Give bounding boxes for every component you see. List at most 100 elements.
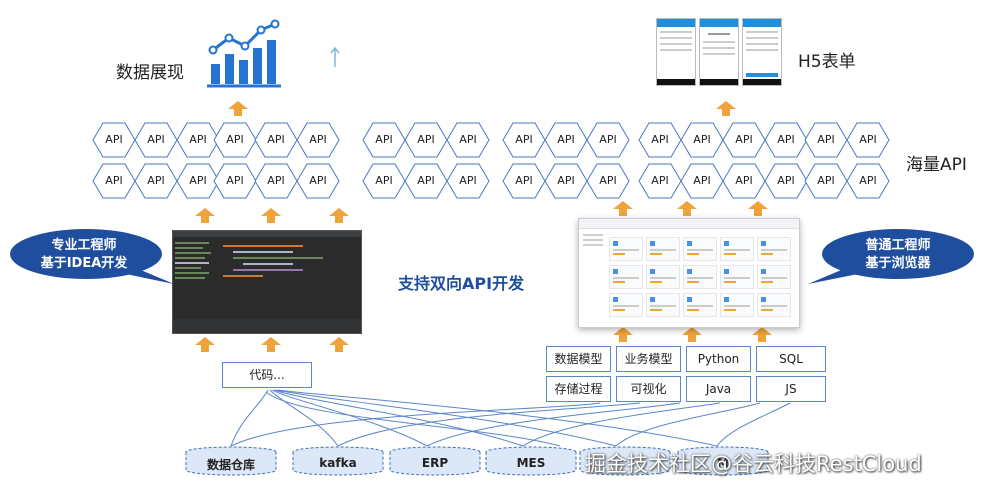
model-box-sql: SQL [756,346,826,372]
up-arrow-icon [682,327,702,343]
browser-card [720,237,754,261]
api-hexagon: API [502,163,546,199]
api-hexagon-label: API [817,133,835,146]
api-hexagon-label: API [267,174,285,187]
api-hexagon: API [362,163,406,199]
api-hexagon: API [92,122,136,158]
api-hexagon-label: API [417,174,435,187]
api-hexagon-label: API [267,133,285,146]
browser-screenshot [578,218,800,328]
api-hexagon-label: API [417,133,435,146]
code-box: 代码... [222,362,312,388]
right-bubble-text: 普通工程师 基于浏览器 [838,237,958,273]
db-erp: ERP [388,446,482,476]
up-arrow-icon [329,337,349,353]
browser-card [646,265,680,289]
model-box-business-model: 业务模型 [616,346,681,372]
db-mes-label: MES [516,456,546,470]
left-bubble-line-2: 基于IDEA开发 [40,256,128,271]
model-box-python: Python [686,346,751,372]
ide-code-editor [223,241,353,321]
api-hexagon: API [846,122,890,158]
bar-chart-icon [207,19,281,88]
api-hexagon: API [586,163,630,199]
db-5 [578,446,672,476]
browser-card [757,293,791,317]
api-hexagon-label: API [651,174,669,187]
api-hexagon-label: API [189,174,207,187]
api-hexagon-label: API [557,174,575,187]
db-kafka-label: kafka [319,456,357,470]
browser-card [757,265,791,289]
thin-up-arrow-icon [330,46,340,67]
api-hexagon-label: API [105,174,123,187]
api-hexagon-label: API [147,174,165,187]
bidirectional-api-label: 支持双向API开发 [398,274,525,293]
api-hexagon: API [804,163,848,199]
api-hexagon: API [764,122,808,158]
api-hexagon: API [362,122,406,158]
api-hexagon: API [680,122,724,158]
api-hexagon: API [638,122,682,158]
api-hexagon: API [134,122,178,158]
massive-api-title: 海量API [906,155,967,175]
browser-card-grid [609,237,794,323]
api-hexagon-label: API [817,174,835,187]
db-mes: MES [484,446,578,476]
db-erp-label: ERP [421,456,449,470]
ide-project-tree [175,239,215,329]
watermark: 掘金技术社区@谷云科技RestCloud [585,452,922,476]
api-hexagon-label: API [599,133,617,146]
api-hexagon: API [544,163,588,199]
browser-card [609,237,643,261]
api-hexagon: API [586,122,630,158]
api-hexagon: API [404,163,448,199]
api-hexagon-label: API [599,174,617,187]
phone-mockup-3 [742,18,782,86]
browser-card [683,293,717,317]
browser-card [609,265,643,289]
api-hexagon-label: API [859,133,877,146]
browser-card [646,237,680,261]
up-arrow-icon [716,101,736,117]
h5-form-title: H5表单 [798,52,856,72]
api-hexagon: API [213,122,257,158]
data-display-title: 数据展现 [116,63,184,83]
api-hexagon-label: API [147,133,165,146]
up-arrow-icon [195,337,215,353]
api-hexagon: API [722,163,766,199]
api-hexagon: API [722,122,766,158]
api-hexagon-label: API [226,133,244,146]
api-hexagon-label: API [651,133,669,146]
api-hexagon: API [176,163,220,199]
api-hexagon-label: API [693,174,711,187]
api-hexagon: API [804,122,848,158]
api-hexagon: API [254,122,298,158]
browser-card [609,293,643,317]
api-hexagon: API [296,122,340,158]
api-hexagon: API [446,122,490,158]
left-speech-bubble [10,229,174,284]
api-hexagon: API [446,163,490,199]
db-6: M [676,446,770,476]
up-arrow-icon [748,201,768,217]
model-box-java: Java [686,376,751,402]
db-kafka: kafka [291,446,385,476]
api-hexagon-label: API [459,133,477,146]
up-arrow-icon [613,201,633,217]
right-bubble-line-2: 基于浏览器 [865,256,931,271]
browser-card [683,265,717,289]
api-hexagon-label: API [557,133,575,146]
api-hexagon: API [502,122,546,158]
api-hexagon: API [254,163,298,199]
api-hexagon: API [404,122,448,158]
up-arrow-icon [261,208,281,224]
right-bubble-line-1: 普通工程师 [865,238,931,253]
model-box-stored-procedure: 存储过程 [546,376,611,402]
h5-form-screenshots [656,18,782,86]
api-hexagon-label: API [515,174,533,187]
db-data-warehouse-label: 数据仓库 [206,458,255,472]
phone-mockup-1 [656,18,696,86]
up-arrow-icon [752,327,772,343]
